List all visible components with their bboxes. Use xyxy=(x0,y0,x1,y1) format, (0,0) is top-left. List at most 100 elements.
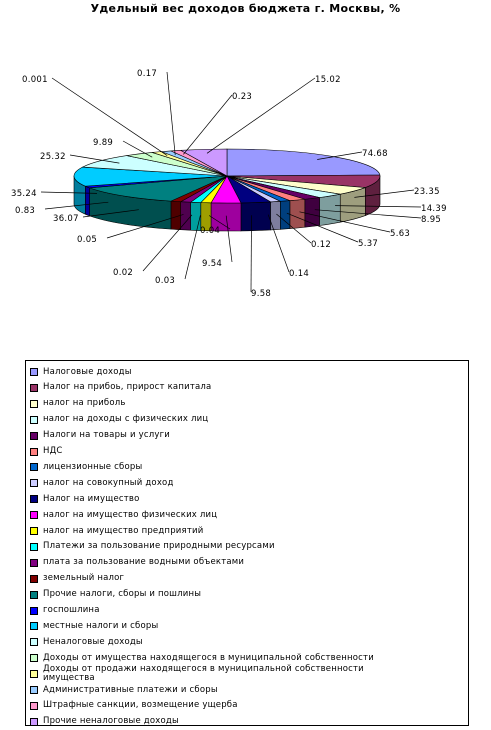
pie-leader-line xyxy=(40,191,98,194)
pie-slice-side xyxy=(240,201,271,232)
legend-swatch xyxy=(30,670,38,679)
legend-swatch xyxy=(30,431,38,440)
legend-item: Доходы от продажи находящегося в муницип… xyxy=(30,665,364,683)
legend-item: Прочие неналоговые доходы xyxy=(30,714,179,730)
legend-item: Штрафные санкции, возмещение ущерба xyxy=(30,698,238,714)
legend-label: Неналоговые доходы xyxy=(43,636,143,647)
pie-data-label: 0.03 xyxy=(155,276,175,286)
legend-item: налог на доходы с физических лиц xyxy=(30,412,208,428)
pie-data-label: 0.17 xyxy=(137,69,157,79)
legend-swatch xyxy=(30,495,38,504)
pie-leader-line xyxy=(267,214,290,273)
legend-swatch xyxy=(30,701,38,710)
pie-leader-line xyxy=(44,201,109,210)
legend-swatch xyxy=(30,590,38,599)
pie-data-label: 0.14 xyxy=(289,269,309,279)
pie-data-label: 23.35 xyxy=(414,187,440,197)
pie-data-label: 35.24 xyxy=(11,189,37,199)
pie-data-label: 14.39 xyxy=(421,204,447,214)
pie-leader-line xyxy=(354,189,415,198)
legend-label: земельный налог xyxy=(43,573,125,584)
pie-data-label: 0.12 xyxy=(311,240,331,250)
pie-leader-lines xyxy=(40,71,422,293)
pie-slice-side xyxy=(85,185,90,217)
legend-label: НДС xyxy=(43,446,63,456)
legend-label: налог на приболь xyxy=(43,398,126,409)
pie-leader-line xyxy=(299,211,391,233)
pie-data-label: 9.58 xyxy=(251,289,271,299)
pie-leader-line xyxy=(183,94,233,155)
legend-label: Налоги на товары и услуги xyxy=(43,430,170,441)
legend-swatch xyxy=(30,527,38,535)
pie-leader-line xyxy=(208,215,231,230)
pie-leader-line xyxy=(82,209,139,218)
legend-label: местные налоги и сборы xyxy=(43,620,159,631)
legend-label: госпошлина xyxy=(43,605,100,615)
legend-swatch xyxy=(30,479,38,488)
legend-swatch xyxy=(30,717,38,726)
legend-item: Налоги на товары и услуги xyxy=(30,428,170,444)
pie-leader-line xyxy=(184,215,201,280)
legend-label: Налоговые доходы xyxy=(43,366,132,377)
legend-item: Налог на прибоь, прирост капитала xyxy=(30,380,211,396)
pie-leader-line xyxy=(286,212,359,243)
pie-data-label: 15.02 xyxy=(315,75,341,85)
pie-data-label: 74.68 xyxy=(362,149,388,159)
legend-item: Налоговые доходы xyxy=(30,364,132,380)
legend-item: госпошлина xyxy=(30,603,100,619)
pie-slice xyxy=(81,155,228,177)
legend-item: лицензионные сборы xyxy=(30,459,142,475)
legend-label: налог на совокупный доход xyxy=(43,477,174,488)
pie-slice xyxy=(179,148,228,177)
legend-swatch xyxy=(30,415,38,424)
legend-label: Штрафные санкции, возмещение ущерба xyxy=(43,700,238,711)
legend-item: земельный налог xyxy=(30,571,124,587)
legend-item: НДС xyxy=(30,444,63,460)
pie-slice xyxy=(73,166,228,187)
pie-slice-side xyxy=(304,197,320,228)
pie-data-label: 5.63 xyxy=(390,229,410,239)
pie-data-label: 8.95 xyxy=(421,215,441,225)
legend-label: Платежи за пользование природными ресурс… xyxy=(43,541,275,552)
legend-label: Прочие неналоговые доходы xyxy=(43,716,179,727)
pie-data-label: 0.02 xyxy=(113,268,133,278)
pie-leader-line xyxy=(335,205,422,208)
legend-swatch xyxy=(30,574,38,583)
legend-label: Прочие налоги, сборы и пошлины xyxy=(43,589,202,600)
legend-swatch xyxy=(30,399,38,408)
legend-swatch xyxy=(30,654,38,663)
pie-data-label: 5.37 xyxy=(358,239,378,249)
pie-data-label: 36.07 xyxy=(53,214,79,224)
legend-item: Налог на имущество xyxy=(30,491,140,507)
pie-leader-line xyxy=(69,154,120,164)
pie-data-label: 0.23 xyxy=(232,92,252,102)
pie-data-label: 0.04 xyxy=(200,226,220,236)
legend-item: местные налоги и сборы xyxy=(30,618,158,634)
legend-swatch xyxy=(30,558,38,567)
pie-leader-line xyxy=(225,215,233,263)
legend-item: Доходы от имущества находящегося в муниц… xyxy=(30,650,374,666)
legend-item: плата за пользование водными объектами xyxy=(30,555,244,571)
legend-label: налог на доходы с физических лиц xyxy=(43,414,209,425)
pie-leader-line xyxy=(317,151,363,160)
pie-data-label: 9.54 xyxy=(202,259,222,269)
legend-label: Доходы от имущества находящегося в муниц… xyxy=(43,652,374,663)
pie-leader-line xyxy=(314,209,422,219)
legend-label: плата за пользование водными объектами xyxy=(43,557,245,568)
legend-swatch xyxy=(30,447,38,456)
pie-leader-line xyxy=(51,77,168,156)
pie-data-label: 0.83 xyxy=(15,206,35,216)
pie-leader-line xyxy=(276,213,312,244)
pie-slice xyxy=(89,175,228,202)
pie-leader-line xyxy=(166,71,176,156)
pie-data-label: 0.05 xyxy=(77,235,97,245)
pie-data-label: 0.001 xyxy=(22,75,48,85)
legend-label: Налог на прибоь, прирост капитала xyxy=(43,382,212,393)
pie-slice-side xyxy=(280,200,291,230)
pie-slice-side xyxy=(319,193,341,226)
legend-label: лицензионные сборы xyxy=(43,461,143,472)
legend-swatch xyxy=(30,606,38,615)
legend-swatch xyxy=(30,368,38,376)
legend-label: налог на имущество физических лиц xyxy=(43,509,218,520)
